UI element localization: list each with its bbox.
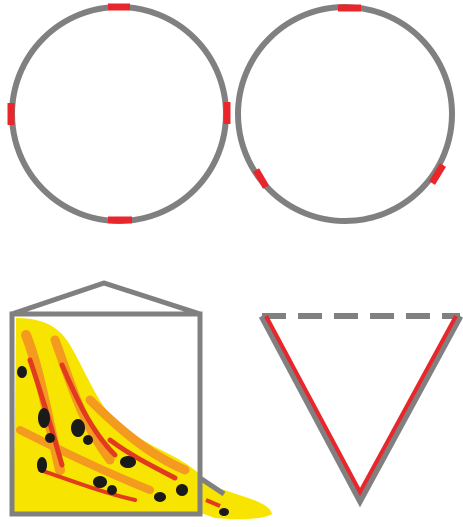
dark-speck [120,456,136,468]
dark-speck [37,457,47,473]
dark-speck [219,508,229,516]
dark-speck [38,408,50,428]
dark-speck [17,366,27,378]
dark-speck [176,484,188,496]
dark-speck [71,419,85,437]
dark-speck [93,476,107,488]
dark-speck [45,433,55,443]
dark-speck [83,435,93,445]
dark-speck [107,485,117,495]
dark-speck [154,492,166,502]
